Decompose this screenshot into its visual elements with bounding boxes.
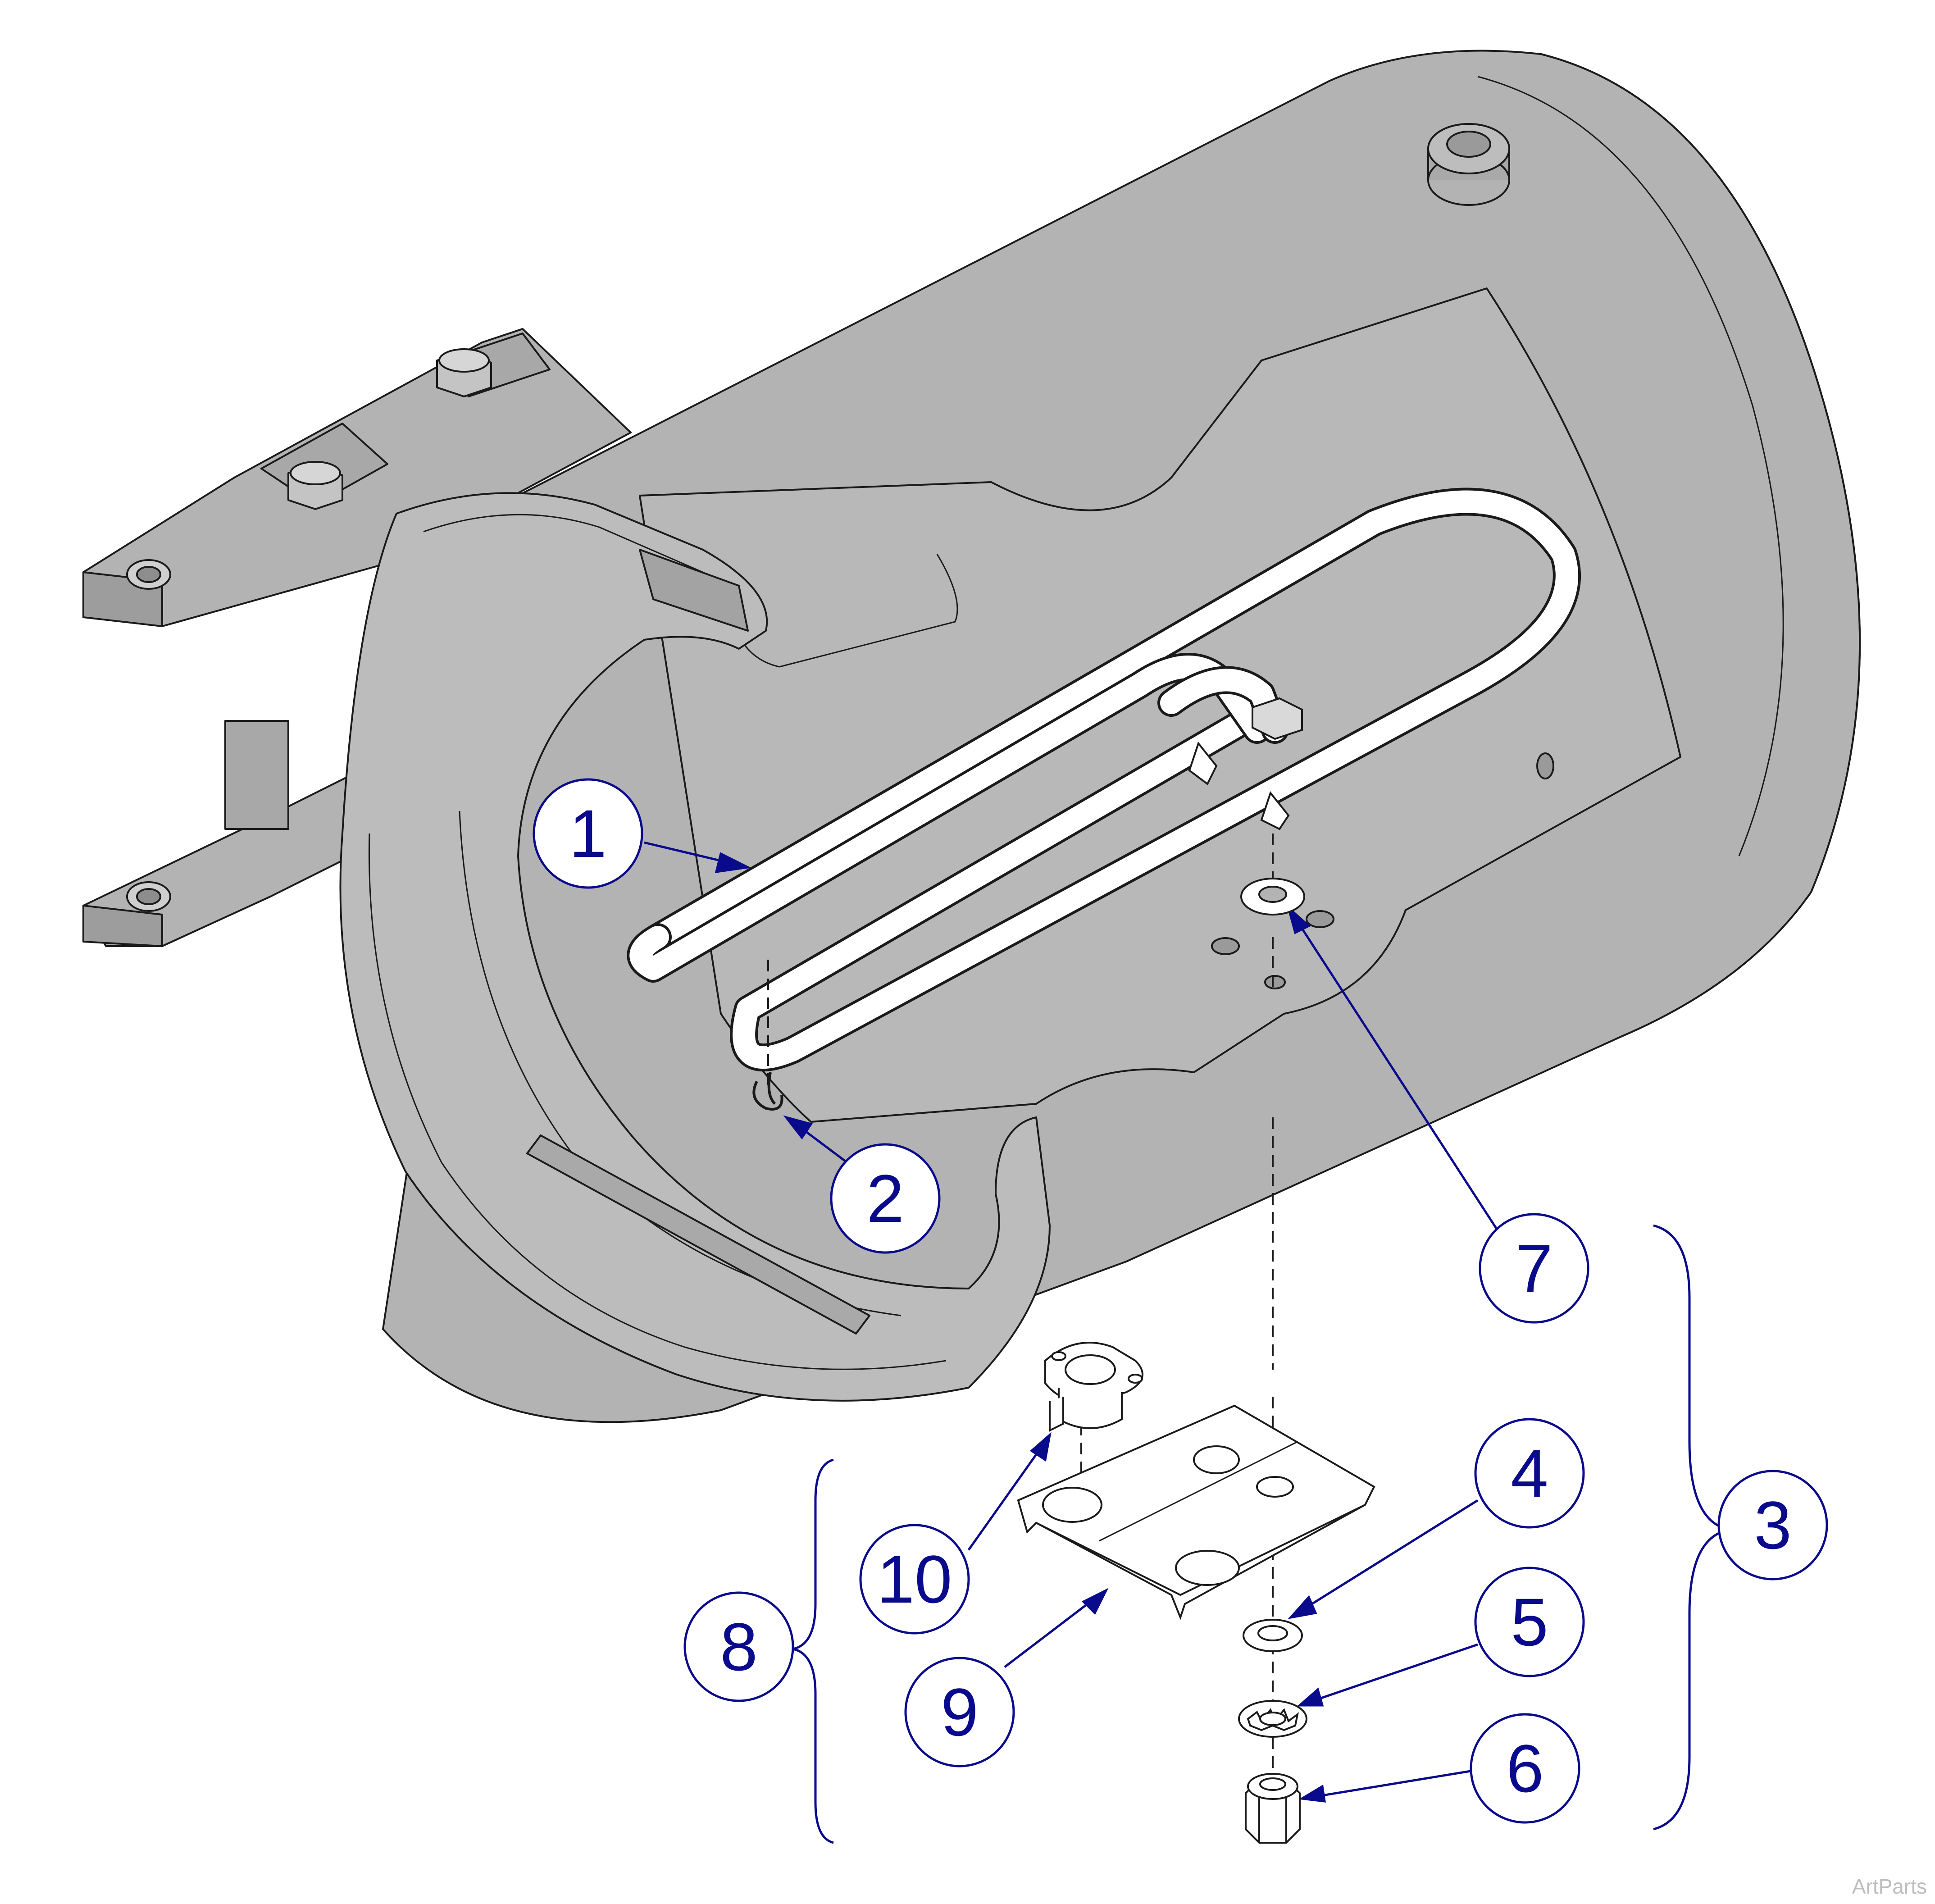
clip-part-2 [752,1072,783,1111]
drum-hole-2 [1306,910,1334,928]
drum-boss [1427,123,1510,206]
callout-6: 6 [1470,1713,1580,1824]
callout-9: 9 [904,1657,1015,1767]
mounting-plate-part-9 [1017,1404,1375,1620]
callout-6-label: 6 [1506,1731,1543,1806]
callout-10-label: 10 [877,1541,952,1617]
drum-rear-rim-inner [1477,76,1784,856]
callout-5-label: 5 [1511,1584,1548,1660]
callout-3: 3 [1717,1470,1828,1581]
brace-group-8 [792,1458,834,1844]
lock-washer-part-5 [1238,1700,1307,1738]
element-terminal-nut [1188,697,1303,830]
mounting-bracket-lower [82,720,388,947]
bracket-bolt-1 [287,461,343,510]
callout-7: 7 [1479,1213,1589,1324]
callout-7-label: 7 [1515,1230,1553,1306]
drum-hole-1 [1211,937,1240,955]
callout-4: 4 [1474,1418,1585,1529]
callout-8-label: 8 [720,1609,757,1685]
bracket-bolt-2 [436,348,492,397]
drum-front-flange [339,492,1051,1402]
drum-hole-4 [1536,752,1554,779]
callout-3-label: 3 [1754,1487,1791,1563]
callout-9-label: 9 [941,1674,978,1750]
callout-5: 5 [1474,1567,1585,1677]
callout-1-label: 1 [569,796,606,871]
washer-part-7 [1240,878,1305,916]
callout-1: 1 [533,778,643,889]
watermark: ArtParts [1852,1875,1927,1898]
drum-hole-3 [1264,975,1286,989]
callout-4-label: 4 [1511,1435,1548,1511]
callout-10: 10 [859,1524,970,1635]
callout-2-label: 2 [866,1161,904,1236]
hex-nut-part-6 [1245,1773,1301,1844]
washer-part-4 [1243,1619,1303,1652]
callout-8: 8 [683,1591,794,1702]
heating-element [627,487,1581,1071]
callout-2: 2 [830,1143,941,1254]
leader-lines [644,841,1502,1803]
drum-housing [82,50,1861,1423]
drum-rear-rim [1540,53,1861,1037]
thermostat-part-10 [1044,1342,1143,1432]
